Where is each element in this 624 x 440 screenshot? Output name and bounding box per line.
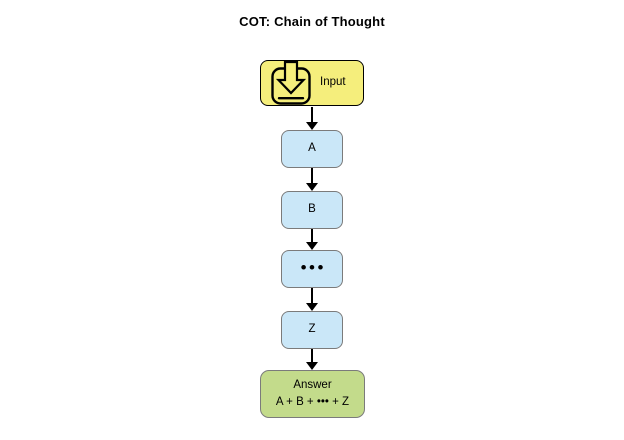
flow-arrow-b-to-ellipsis bbox=[305, 229, 319, 250]
step-node-z: Z bbox=[281, 311, 343, 349]
step-node-a: A bbox=[281, 130, 343, 168]
arrow-line bbox=[311, 229, 313, 242]
flow-arrow-z-to-answer bbox=[305, 349, 319, 370]
step-node-ellipsis: ••• bbox=[281, 250, 343, 288]
ellipsis-icon: ••• bbox=[300, 258, 326, 277]
flow-arrow-ellipsis-to-z bbox=[305, 288, 319, 311]
flow-arrow-a-to-b bbox=[305, 168, 319, 191]
flow-arrow-input-to-a bbox=[305, 107, 319, 130]
answer-node: Answer A + B + ••• + Z bbox=[260, 370, 365, 418]
step-node-label: B bbox=[308, 203, 316, 216]
arrow-head-icon bbox=[306, 183, 318, 191]
arrow-line bbox=[311, 349, 313, 362]
arrow-head-icon bbox=[306, 242, 318, 250]
arrow-head-icon bbox=[306, 303, 318, 311]
arrow-line bbox=[311, 107, 313, 122]
arrow-head-icon bbox=[306, 122, 318, 130]
input-node: Input bbox=[260, 60, 364, 106]
step-node-b: B bbox=[281, 191, 343, 229]
step-node-label: Z bbox=[308, 323, 316, 336]
arrow-line bbox=[311, 168, 313, 183]
diagram-title: COT: Chain of Thought bbox=[239, 14, 385, 29]
answer-node-formula: A + B + ••• + Z bbox=[275, 396, 350, 408]
arrow-head-icon bbox=[306, 362, 318, 370]
answer-node-title: Answer bbox=[293, 379, 332, 392]
input-node-label: Input bbox=[320, 76, 346, 89]
input-download-icon bbox=[271, 60, 311, 105]
arrow-line bbox=[311, 288, 313, 303]
step-node-label: A bbox=[308, 142, 316, 155]
